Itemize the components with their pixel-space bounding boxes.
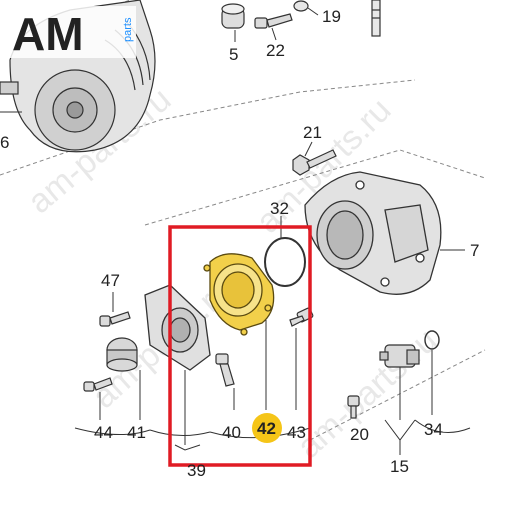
part-42-cover-highlighted — [203, 253, 275, 336]
part-34-seal — [424, 330, 440, 350]
part-5-bushing — [221, 3, 245, 42]
callout-7: 7 — [470, 241, 479, 260]
callout-22: 22 — [266, 41, 285, 60]
callout-6: 6 — [0, 133, 9, 152]
part-44-screw — [83, 377, 113, 392]
part-22-bolt — [254, 13, 293, 29]
callout-34: 34 — [424, 420, 443, 439]
callout-43: 43 — [287, 423, 306, 442]
callout-19: 19 — [322, 7, 341, 26]
highlight-box — [168, 225, 312, 467]
callout-47: 47 — [101, 271, 120, 290]
part-19-washer — [293, 0, 309, 12]
callout-40: 40 — [222, 423, 241, 442]
watermark-4: am-parts.ru — [290, 321, 445, 466]
part-20-screw — [347, 395, 360, 419]
pipe-fitting — [371, 0, 381, 37]
callout-42: 42 — [257, 419, 276, 438]
logo-text: AM — [12, 8, 84, 60]
part-7-housing — [304, 171, 442, 295]
am-parts-logo: AM parts — [8, 6, 136, 60]
callout-15: 15 — [390, 457, 409, 476]
callout-5: 5 — [229, 45, 238, 64]
part-40-bolt — [215, 353, 235, 387]
part-21-bolt — [292, 149, 337, 176]
callout-39: 39 — [187, 461, 206, 480]
callout-21: 21 — [303, 123, 322, 142]
logo-subtext: parts — [122, 17, 134, 42]
part-15-sensor — [379, 344, 420, 368]
callout-32: 32 — [270, 199, 289, 218]
part-41-gear — [106, 337, 138, 372]
callout-41: 41 — [127, 423, 146, 442]
callout-44: 44 — [94, 423, 113, 442]
part-32-oring — [264, 237, 306, 287]
callout-42-badge: 42 — [252, 413, 282, 443]
part-47-screw — [99, 311, 131, 327]
callout-20: 20 — [350, 425, 369, 444]
